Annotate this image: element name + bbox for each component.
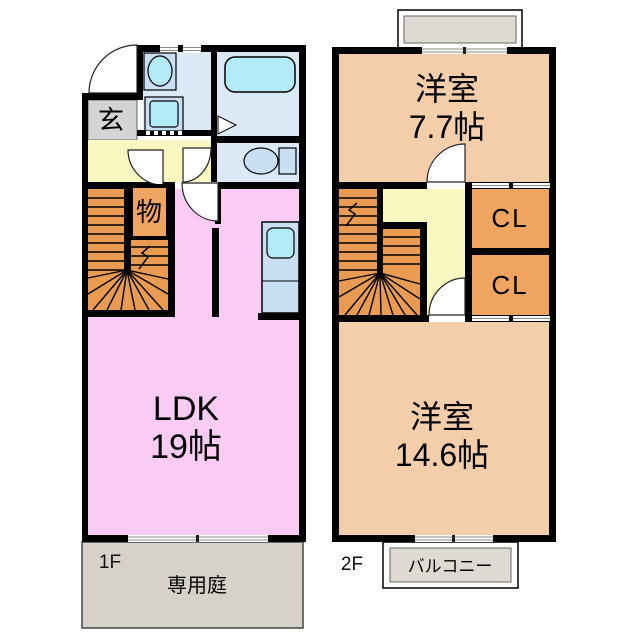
toilet-door-arc [182,147,212,183]
closet-sliding-doors [472,183,550,321]
bathtub [224,56,296,93]
balcony-top [403,15,517,44]
labels: 玄 物 LDK 19帖 1F 専用庭 洋室 7.7帖 CL CL 洋室 14.6… [98,71,528,597]
entrance-label: 玄 [98,105,124,135]
washing-machine [144,96,184,135]
stairs-1f-fan [87,269,169,311]
room-7-7-size-label: 7.7帖 [409,109,486,145]
hallway-2f-upper [382,189,465,222]
stairs-1f-direction-arrow [138,245,151,270]
stairs-2f-direction-arrow [345,202,358,227]
stairs-2f-fan [338,272,421,316]
ldk-partition-wall [212,228,219,317]
washbasin [143,52,177,91]
closet-2-label: CL [491,270,528,300]
balcony-bottom [389,547,512,583]
room-7-7-door-arc [426,143,466,183]
window-2f-top [422,47,507,54]
floor2-label: 2F [341,554,363,575]
hallway-2f-door-arc [428,277,466,316]
kitchen-wall-stub [258,313,306,320]
balcony-label: バルコニー [408,557,493,576]
closet-2 [472,255,549,315]
windows [128,45,550,542]
toilet [243,147,297,175]
ldk-size-label: 19帖 [150,428,222,466]
closet-1-label: CL [491,203,528,233]
closet-1 [472,189,549,248]
storage-closet-1f [129,184,170,240]
window-1f-top-1 [160,45,178,53]
stairs-1f [87,189,169,311]
room-7-7-label: 洋室 [415,71,479,107]
ldk-door-arc [181,182,219,222]
stairs-2f [338,189,421,316]
storage-label: 物 [136,197,162,227]
room-14-6-label: 洋室 [410,399,474,435]
kitchen-counter [261,221,300,314]
ldk-label: LDK [153,390,219,428]
entrance-door-arc [88,44,138,94]
window-2f-bottom [415,535,493,542]
garden-label: 専用庭 [167,574,227,597]
fixtures [143,52,300,314]
window-1f-top-2 [183,45,201,53]
window-1f-bottom [128,535,268,542]
door-arcs [88,44,466,316]
bath-door-marker [217,115,238,135]
western-room-14-6 [339,322,549,535]
floor2-rooms [339,9,556,589]
kitchen-sink [266,227,295,259]
floor1-label: 1F [99,552,121,573]
room-14-6-size-label: 14.6帖 [395,437,489,473]
